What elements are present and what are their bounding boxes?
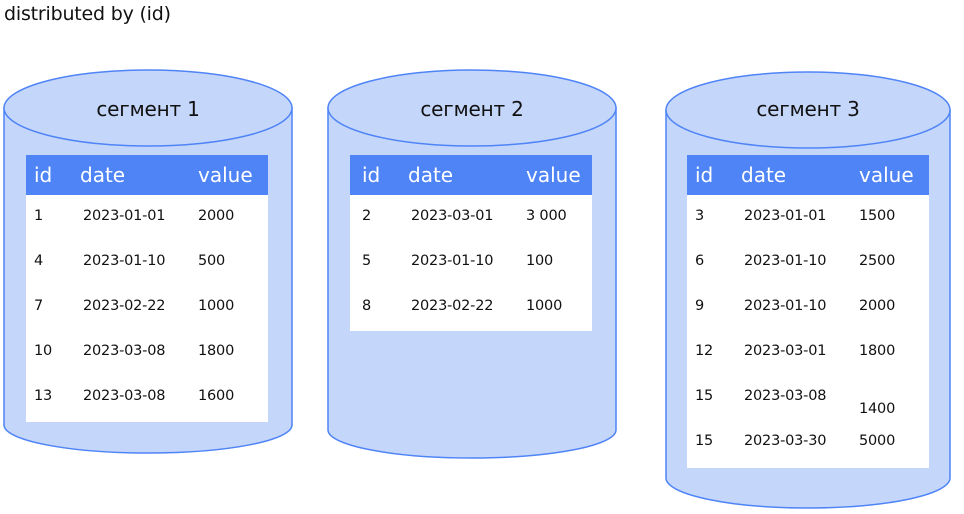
- cell-date: 2023-01-10: [411, 252, 494, 269]
- diagram-caption: distributed by (id): [4, 3, 171, 25]
- cell-value: 500: [198, 252, 226, 269]
- column-header-value: value: [526, 163, 581, 187]
- cell-value: 1400: [859, 401, 896, 417]
- table-row: 5 2023-01-10 100: [350, 238, 592, 283]
- cell-value: 100: [526, 252, 554, 269]
- segment-1-title: сегмент 1: [96, 97, 200, 121]
- cell-date: 2023-03-30: [744, 432, 827, 449]
- cell-date: 2023-03-08: [83, 387, 166, 404]
- table-row: 4 2023-01-10 500: [26, 238, 268, 283]
- segment-2-title: сегмент 2: [420, 97, 524, 121]
- column-header-id: id: [362, 163, 381, 187]
- cell-date: 2023-01-01: [83, 207, 166, 224]
- cell-id: 8: [362, 297, 372, 314]
- cell-id: 15: [695, 432, 714, 449]
- cell-date: 2023-01-10: [744, 252, 827, 269]
- cell-value: 1800: [859, 342, 896, 359]
- table-row: 15 2023-03-30 5000: [687, 418, 929, 463]
- table-row: 1 2023-01-01 2000: [26, 193, 268, 238]
- cell-value: 2000: [859, 297, 896, 314]
- cell-value: 2000: [198, 207, 235, 224]
- table-header: id date value: [350, 155, 592, 195]
- column-header-value: value: [198, 163, 253, 187]
- cell-value: 1000: [526, 297, 563, 314]
- column-header-date: date: [408, 163, 454, 187]
- column-header-id: id: [34, 163, 53, 187]
- segment-1-table: id date value 1 2023-01-01 2000 4 2023-0…: [26, 155, 268, 422]
- column-header-date: date: [80, 163, 126, 187]
- cell-id: 6: [695, 252, 705, 269]
- cell-value: 5000: [859, 432, 896, 449]
- table-row: 7 2023-02-22 1000: [26, 283, 268, 328]
- cell-date: 2023-01-01: [744, 207, 827, 224]
- table-row: 3 2023-01-01 1500: [687, 193, 929, 238]
- cell-id: 15: [695, 387, 714, 404]
- cell-date: 2023-03-01: [744, 342, 827, 359]
- segment-3-table: id date value 3 2023-01-01 1500 6 2023-0…: [687, 155, 929, 468]
- cell-id: 5: [362, 252, 372, 269]
- cell-value: 1000: [198, 297, 235, 314]
- table-row: 2 2023-03-01 3 000: [350, 193, 592, 238]
- cell-value: 1500: [859, 207, 896, 224]
- table-header: id date value: [26, 155, 268, 195]
- cell-id: 13: [34, 387, 53, 404]
- table-header: id date value: [687, 155, 929, 195]
- cell-id: 10: [34, 342, 53, 359]
- table-row: 10 2023-03-08 1800: [26, 328, 268, 373]
- cell-id: 2: [362, 207, 372, 224]
- table-row: 12 2023-03-01 1800: [687, 328, 929, 373]
- cell-date: 2023-03-01: [411, 207, 494, 224]
- cell-id: 3: [695, 207, 705, 224]
- table-row: 15 2023-03-08 1400: [687, 373, 929, 418]
- cell-date: 2023-03-08: [83, 342, 166, 359]
- cell-id: 7: [34, 297, 44, 314]
- cell-value: 1800: [198, 342, 235, 359]
- column-header-date: date: [741, 163, 787, 187]
- cell-date: 2023-02-22: [411, 297, 494, 314]
- table-row: 8 2023-02-22 1000: [350, 283, 592, 328]
- table-row: 13 2023-03-08 1600: [26, 373, 268, 418]
- segment-2-table: id date value 2 2023-03-01 3 000 5 2023-…: [350, 155, 592, 331]
- cell-id: 4: [34, 252, 44, 269]
- cell-date: 2023-03-08: [744, 387, 827, 404]
- cell-value: 2500: [859, 252, 896, 269]
- cell-value: 1600: [198, 387, 235, 404]
- cell-value: 3 000: [526, 207, 567, 224]
- cell-id: 9: [695, 297, 705, 314]
- cell-id: 1: [34, 207, 44, 224]
- cell-id: 12: [695, 342, 714, 359]
- segment-3-title: сегмент 3: [756, 97, 860, 121]
- column-header-value: value: [859, 163, 914, 187]
- column-header-id: id: [695, 163, 714, 187]
- table-row: 9 2023-01-10 2000: [687, 283, 929, 328]
- table-row: 6 2023-01-10 2500: [687, 238, 929, 283]
- cell-date: 2023-01-10: [83, 252, 166, 269]
- cell-date: 2023-01-10: [744, 297, 827, 314]
- cell-date: 2023-02-22: [83, 297, 166, 314]
